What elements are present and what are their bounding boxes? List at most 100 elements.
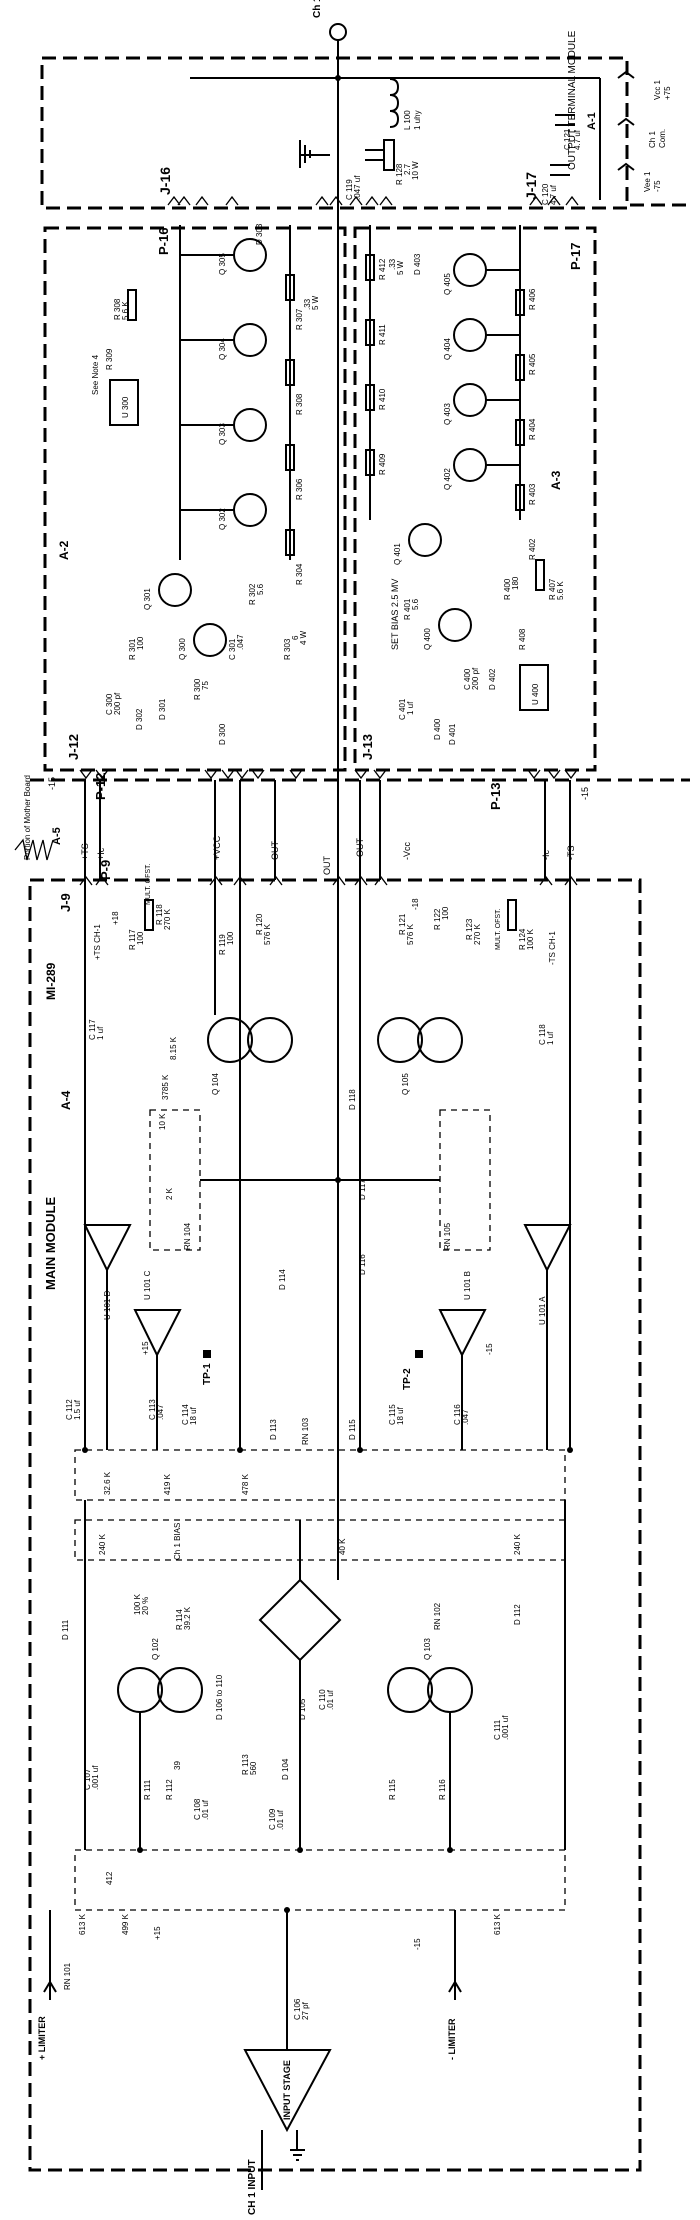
c120-label: C 120 bbox=[541, 183, 550, 205]
r100k-tol: 20 % bbox=[141, 1597, 150, 1615]
r407-label: R 407 bbox=[548, 578, 557, 600]
r308e-label: R 308 bbox=[295, 393, 304, 415]
rail-m15-mid: -15 bbox=[485, 1343, 494, 1355]
c112-value: 1.5 uf bbox=[73, 1399, 82, 1420]
u400-box bbox=[519, 664, 549, 711]
r124-label: R 124 bbox=[518, 928, 527, 950]
sig-out-a: OUT bbox=[270, 841, 280, 861]
val-478k: 478 K bbox=[241, 1473, 250, 1495]
rn103-label: RN 103 bbox=[301, 1417, 310, 1445]
r406-label: R 406 bbox=[528, 288, 537, 310]
d113-label: D 113 bbox=[269, 1419, 278, 1440]
d106-bridge bbox=[258, 1578, 342, 1662]
a5-break-line bbox=[14, 838, 54, 861]
val-613k-b: 613 K bbox=[493, 1913, 502, 1935]
rn105-label: RN 105 bbox=[443, 1222, 452, 1250]
c106-value: 27 pf bbox=[301, 2001, 310, 2020]
sig-vcc2: -Vcc bbox=[402, 842, 412, 861]
j9-label: J-9 bbox=[58, 893, 73, 912]
val-40k: 40 K bbox=[338, 1538, 347, 1555]
j16-j17-pins bbox=[167, 195, 579, 206]
j16-label: J-16 bbox=[157, 167, 173, 195]
r404-label: R 404 bbox=[528, 418, 537, 440]
c115-label: C 115 bbox=[388, 1404, 397, 1425]
rn103-network bbox=[74, 1449, 566, 1501]
c112-label: C 112 bbox=[65, 1399, 74, 1420]
a1-title: OUTPUT TERMINAL MODULE bbox=[567, 30, 578, 170]
a5-note: Portion of Mother Board bbox=[23, 775, 32, 860]
val-419k: 419 K bbox=[163, 1473, 172, 1495]
a1-boundary bbox=[40, 56, 629, 210]
r120-label: R 120 bbox=[255, 913, 264, 935]
rn102-network bbox=[74, 1519, 566, 1561]
r309-label: R 309 bbox=[105, 348, 114, 370]
ch1com-label: Ch 1 bbox=[648, 131, 657, 148]
a2-note4: See Note 4 bbox=[91, 354, 100, 395]
u101a-opamp bbox=[523, 1224, 572, 1273]
rn104-network bbox=[149, 1109, 201, 1251]
c400-value: 200 pf bbox=[471, 667, 480, 690]
tp1-marker bbox=[203, 1350, 211, 1358]
r117-pot bbox=[144, 899, 154, 931]
rail-m15-top: -15 bbox=[580, 787, 590, 800]
mult-ofst-2: MULT. OFST. bbox=[495, 908, 502, 950]
j9-pin-chevrons bbox=[79, 875, 578, 886]
r124-pot bbox=[507, 899, 517, 931]
q302-label: Q 302 bbox=[218, 508, 227, 530]
d303-label: D 303 bbox=[255, 223, 264, 245]
u101a-label: U 101 A bbox=[538, 1296, 547, 1325]
c119-label: C 119 bbox=[345, 179, 354, 200]
p13-label: P-13 bbox=[488, 783, 503, 810]
a4-lower-transistors bbox=[117, 1667, 473, 1713]
q400-label: Q 400 bbox=[423, 628, 432, 650]
r403-label: R 403 bbox=[528, 483, 537, 505]
r120-value: 576 K bbox=[263, 923, 272, 945]
r117-label: R 117 bbox=[128, 929, 137, 950]
u101b-label: U 101 B bbox=[463, 1271, 472, 1300]
r401-label: R 401 bbox=[403, 598, 412, 620]
c111-value: .001 uf bbox=[501, 1715, 510, 1740]
d117-label: D 117 bbox=[358, 1179, 367, 1200]
q105-label: Q 105 bbox=[401, 1073, 410, 1095]
r128-resistor bbox=[383, 139, 395, 171]
rail-p15-mid: +15 bbox=[141, 1341, 150, 1355]
r407-resistor bbox=[535, 559, 545, 591]
d116-label: D 116 bbox=[358, 1254, 367, 1275]
r304-label: R 304 bbox=[295, 563, 304, 585]
vee1-value: -75 bbox=[653, 180, 662, 192]
ch1-out-terminal bbox=[329, 23, 347, 41]
c109-value: .01 uf bbox=[276, 1809, 285, 1830]
q104-label: Q 104 bbox=[211, 1073, 220, 1095]
sig-out-b: OUT bbox=[322, 856, 332, 876]
val-815k: 8.15 K bbox=[169, 1036, 178, 1060]
c117-value: 1 uf bbox=[96, 1026, 105, 1040]
sig-ts: +TS bbox=[80, 843, 90, 860]
a4-wiring bbox=[49, 880, 571, 2050]
d300-label: D 300 bbox=[218, 723, 227, 745]
r118-label: R 118 bbox=[155, 904, 164, 925]
a4-title: MAIN MODULE bbox=[43, 1197, 58, 1290]
sig-ic: +Ic bbox=[96, 847, 106, 860]
vee1-terminal bbox=[617, 162, 635, 171]
junction-dots bbox=[82, 75, 573, 1913]
val-240k-a: 240 K bbox=[98, 1533, 107, 1555]
val-240k-b: 240 K bbox=[513, 1533, 522, 1555]
rail-p15-left: +15 bbox=[153, 1926, 162, 1940]
rail-m18: -18 bbox=[411, 898, 420, 910]
val-412: 412 bbox=[105, 1871, 114, 1885]
r115-label: R 115 bbox=[388, 1779, 397, 1800]
q402-label: Q 402 bbox=[443, 468, 452, 490]
d402-label: D 402 bbox=[488, 668, 497, 690]
c300-label: C 300 bbox=[105, 693, 114, 715]
r124-value: 100 K bbox=[526, 928, 535, 950]
vcc1-value: +75 bbox=[663, 86, 672, 100]
c113-label: C 113 bbox=[148, 1399, 157, 1420]
r410-label: R 410 bbox=[378, 388, 387, 410]
p17-label: P-17 bbox=[568, 243, 583, 270]
r113-value: 560 bbox=[249, 1761, 258, 1775]
c108-value: .01 uf bbox=[201, 1799, 210, 1820]
c109-label: C 109 bbox=[268, 1808, 277, 1830]
r111-label: R 111 bbox=[143, 1779, 152, 1800]
c110-value: .01 uf bbox=[326, 1689, 335, 1710]
